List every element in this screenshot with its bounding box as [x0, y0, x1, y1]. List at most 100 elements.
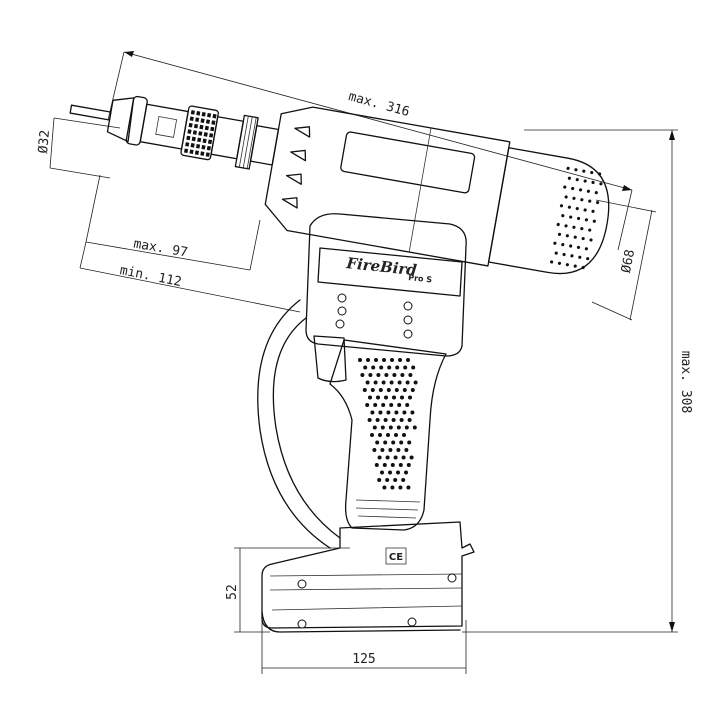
arrow-head	[669, 130, 675, 140]
grip-dot	[386, 410, 391, 415]
grip-dot	[381, 403, 386, 407]
vent-dot	[576, 245, 581, 249]
grip-dot	[392, 373, 397, 377]
vent-dot	[594, 191, 598, 195]
grip-dot	[393, 478, 398, 482]
grip-dot	[402, 388, 407, 392]
grip-dot	[362, 388, 367, 392]
grip-dot	[410, 388, 415, 392]
label-length-min: min. 112	[119, 263, 183, 290]
vent-dot	[591, 180, 595, 185]
fin	[285, 173, 302, 185]
grip-dot	[360, 373, 365, 377]
grip-dot	[399, 418, 404, 422]
label-battery-width: 125	[352, 652, 375, 667]
grip-dot	[368, 395, 372, 400]
vent-dot	[564, 195, 568, 199]
grip-dot	[377, 478, 382, 482]
grip-dot	[367, 418, 372, 422]
dim-line-body-diameter	[629, 209, 653, 321]
grip-dot	[385, 478, 390, 482]
vent-dot	[584, 218, 589, 222]
vent-dot	[589, 238, 593, 242]
vent-dots	[549, 166, 603, 270]
grip-dot	[409, 455, 414, 460]
grip-dot	[370, 433, 374, 437]
vent-dot	[584, 247, 589, 251]
nose-housing	[139, 103, 189, 150]
knurl-mark	[205, 119, 211, 124]
grip-dot	[373, 380, 378, 385]
vent-dot	[561, 214, 565, 218]
grip-dot	[391, 440, 396, 445]
nose-jaw	[106, 97, 135, 143]
vent-dot	[581, 236, 585, 241]
arrow-head	[669, 622, 675, 632]
vent-dot	[590, 170, 594, 175]
vent-dot	[565, 263, 569, 267]
arrow-head	[124, 51, 134, 57]
grip-dot	[407, 418, 412, 422]
brand-logo: FireBird	[345, 254, 419, 279]
grip-dot	[366, 358, 370, 362]
mandrel-pin	[69, 104, 112, 121]
grip-dot	[411, 365, 416, 370]
grip-dot	[382, 485, 387, 490]
battery-foot	[407, 617, 417, 627]
knurl-pattern	[184, 110, 217, 157]
vent-dot	[562, 252, 566, 257]
knurl-mark	[197, 137, 202, 143]
knurl-mark	[196, 111, 201, 116]
grip-dot	[391, 418, 396, 422]
ext-line-stroke-left	[85, 174, 101, 243]
vent-dot	[581, 265, 585, 270]
grip-dot	[404, 448, 409, 452]
trigger	[313, 335, 347, 383]
knurl-mark	[207, 139, 213, 145]
vent-dot	[554, 251, 558, 255]
knurl-mark	[194, 150, 199, 155]
knurl-mark	[211, 120, 216, 125]
grip-ribs	[355, 499, 421, 519]
knurl-mark	[191, 136, 196, 142]
vent-dot	[588, 228, 592, 232]
ext-line-stroke-right	[249, 219, 261, 271]
knurl-mark	[186, 135, 191, 141]
grip-dot	[395, 365, 400, 370]
grip-dot	[403, 365, 408, 370]
vent-dot	[570, 254, 574, 258]
vent-dot	[566, 166, 570, 170]
indicator-led	[403, 329, 413, 339]
grip-dot	[368, 373, 373, 377]
knurl-mark	[198, 131, 203, 136]
indicator-led	[337, 293, 347, 303]
knurl-mark	[201, 112, 206, 117]
vent-dot	[586, 257, 590, 261]
grip-dot	[390, 463, 395, 467]
vent-dot	[567, 205, 571, 209]
grip-dot	[382, 463, 387, 467]
grip-dot	[376, 373, 381, 377]
grip-dot	[406, 485, 411, 490]
vent-dot	[591, 209, 595, 213]
grip-dot	[370, 410, 375, 415]
vent-dot	[559, 204, 564, 208]
hanger-loop-inner	[272, 317, 341, 539]
grip-dot	[398, 485, 403, 490]
vent-dot	[575, 178, 579, 182]
top-display-panel	[340, 131, 476, 194]
grip-dot	[373, 403, 378, 407]
grip-dot	[384, 373, 389, 377]
grip-dot	[385, 455, 390, 460]
knurl-mark	[185, 142, 190, 147]
grip-dot	[406, 463, 411, 467]
knurl-mark	[206, 145, 211, 151]
grip-dot	[398, 463, 403, 467]
knurl-mark	[209, 133, 214, 138]
indicator-led	[403, 301, 413, 311]
vent-dot	[572, 225, 576, 229]
dim-line-stroke-max	[85, 241, 251, 271]
ext-line-body-top	[595, 199, 657, 213]
